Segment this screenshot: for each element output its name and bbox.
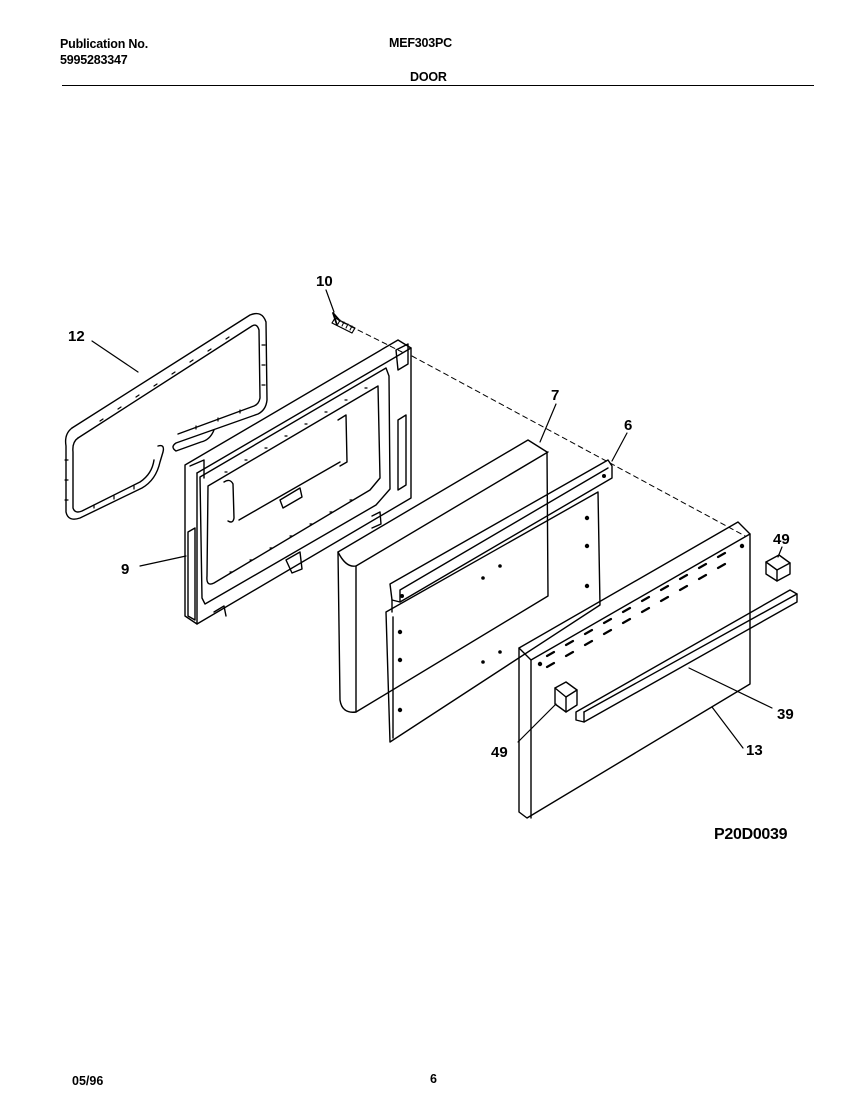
insulation-part: [337, 439, 549, 713]
callout-39: 39: [777, 706, 794, 723]
screw-part: [331, 312, 356, 334]
clip-left-part: [554, 681, 578, 713]
callout-9: 9: [121, 561, 129, 578]
callout-49-left: 49: [491, 744, 508, 761]
publication-number: 5995283347: [60, 53, 128, 67]
footer-date: 05/96: [72, 1074, 104, 1088]
gasket-part: [64, 312, 268, 520]
assembly-dashed-line: [341, 321, 746, 537]
model-number: MEF303PC: [389, 36, 453, 50]
section-title: DOOR: [410, 70, 447, 84]
callout-7: 7: [551, 387, 559, 404]
liner-panel-part: [385, 459, 613, 743]
callout-13: 13: [746, 742, 763, 759]
figure-code: P20D0039: [714, 826, 788, 843]
publication-label: Publication No.: [60, 37, 148, 51]
callout-10: 10: [316, 273, 333, 290]
header-rule: [62, 85, 814, 86]
callout-6: 6: [624, 417, 632, 434]
callout-49-right: 49: [773, 531, 790, 548]
page-number: 6: [430, 1072, 437, 1086]
outer-door-part: [518, 521, 751, 819]
handle-part: [575, 589, 798, 723]
callout-12: 12: [68, 328, 85, 345]
leader-lines: [91, 289, 783, 749]
inner-door-part: [184, 339, 412, 625]
clip-right-part: [765, 554, 791, 582]
